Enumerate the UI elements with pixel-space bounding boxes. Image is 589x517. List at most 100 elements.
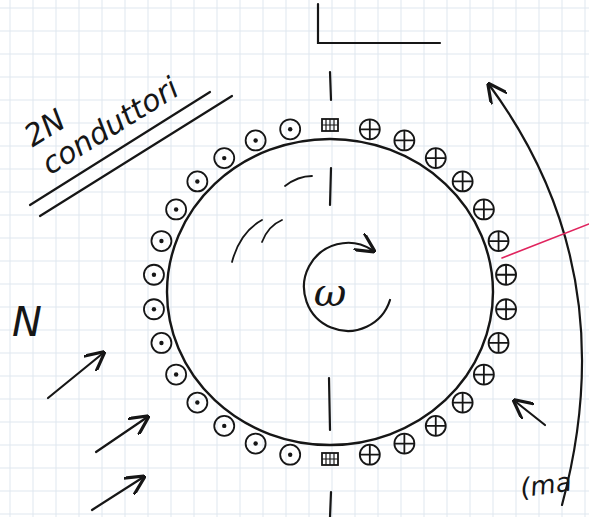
conductor-dot <box>144 265 164 285</box>
side-note: (ma <box>518 466 585 503</box>
north-pole: N <box>12 300 72 344</box>
grid-line <box>0 514 589 515</box>
conductor-ring <box>453 393 473 413</box>
grid-line <box>470 0 471 517</box>
conductor-dot-mark <box>159 341 163 345</box>
grid-line <box>0 399 589 400</box>
rotor-circle: ω <box>167 139 493 445</box>
red-line <box>502 224 589 258</box>
axis-dash <box>329 378 330 430</box>
conductor-cross <box>474 199 494 219</box>
conductor-count: 2N conduttori <box>18 29 206 180</box>
inner-stroke <box>262 220 282 242</box>
grid-line <box>0 77 589 78</box>
grid-line <box>194 0 195 517</box>
conductor-dot-mark <box>253 441 257 445</box>
grid-line <box>0 491 589 492</box>
conductor-cross <box>394 130 414 150</box>
grid-line <box>33 0 34 517</box>
conductor-cross <box>453 393 473 413</box>
conductor-ring <box>489 231 509 251</box>
conductor-dot-mark <box>174 207 178 211</box>
conductor-dot <box>214 148 234 168</box>
conductor-cross-mark <box>489 231 509 251</box>
conductor-dot <box>166 199 186 219</box>
conductor-cross <box>496 299 516 319</box>
conductor-cross-mark <box>426 416 446 436</box>
inner-stroke <box>285 176 312 186</box>
conductor-ring <box>166 365 186 385</box>
conductor-dot <box>187 171 207 191</box>
conductor-ring <box>246 434 266 454</box>
conductor-ring <box>187 171 207 191</box>
conductor-ring <box>496 299 516 319</box>
conductor-ring <box>360 445 380 465</box>
box-hatch <box>322 119 338 131</box>
grid-line <box>0 8 589 9</box>
conductor-ring <box>426 148 446 168</box>
conductor-cross-mark <box>426 148 446 168</box>
conductor-ring <box>187 393 207 413</box>
grid-line <box>217 0 218 517</box>
conductor-ring <box>144 299 164 319</box>
grid-line <box>240 0 241 517</box>
conductor-cross <box>474 365 494 385</box>
grid-line <box>0 192 589 193</box>
conductor-ring <box>453 171 473 191</box>
conductor-ring <box>144 265 164 285</box>
conductor-ring <box>214 148 234 168</box>
grid-line <box>0 31 589 32</box>
conductor-dot-mark <box>288 127 292 131</box>
conductor-cross <box>360 119 380 139</box>
conductor-dot <box>246 130 266 150</box>
axis-box <box>322 119 338 131</box>
grid-line <box>10 0 11 517</box>
grid-line <box>539 0 540 517</box>
box-hatch <box>322 453 338 465</box>
conductor-ring <box>394 130 414 150</box>
conductor-cross <box>496 265 516 285</box>
axis-mark <box>318 4 440 43</box>
conductor-cross-mark <box>453 393 473 413</box>
grid-line <box>516 0 517 517</box>
conductor-dot-mark <box>222 424 226 428</box>
conductor-ring <box>214 416 234 436</box>
omega-symbol: ω <box>314 270 347 314</box>
conductor-cross <box>426 148 446 168</box>
field-arrow <box>92 478 142 510</box>
conductor-dot <box>187 393 207 413</box>
grid-line <box>447 0 448 517</box>
conductor-ring <box>489 333 509 353</box>
grid-line <box>56 0 57 517</box>
conductor-cross-mark <box>489 333 509 353</box>
grid-line <box>0 261 589 262</box>
grid-line <box>585 0 586 517</box>
grid-line <box>309 0 310 517</box>
conductor-ring <box>280 445 300 465</box>
conductor-cross <box>453 171 473 191</box>
conductor-dot <box>151 333 171 353</box>
grid-line <box>493 0 494 517</box>
grid-line <box>355 0 356 517</box>
conductor-dot-mark <box>222 156 226 160</box>
grid-line <box>401 0 402 517</box>
conductor-dot-mark <box>174 372 178 376</box>
node-content: ω <box>167 139 493 445</box>
conductor-dot <box>280 445 300 465</box>
box-outline <box>322 119 338 131</box>
conductor-dot <box>246 434 266 454</box>
omega-arc <box>304 243 390 331</box>
conductor-ring <box>360 119 380 139</box>
conductor-ring <box>496 265 516 285</box>
conductor-ring <box>474 199 494 219</box>
conductor-cross-mark <box>496 265 516 285</box>
conductor-cross-mark <box>360 445 380 465</box>
rotor-ellipse <box>167 139 493 445</box>
grid-line <box>0 422 589 423</box>
conductor-ring <box>280 119 300 139</box>
conductor-ring <box>151 333 171 353</box>
conductors <box>144 119 516 465</box>
conductor-cross-mark <box>474 199 494 219</box>
